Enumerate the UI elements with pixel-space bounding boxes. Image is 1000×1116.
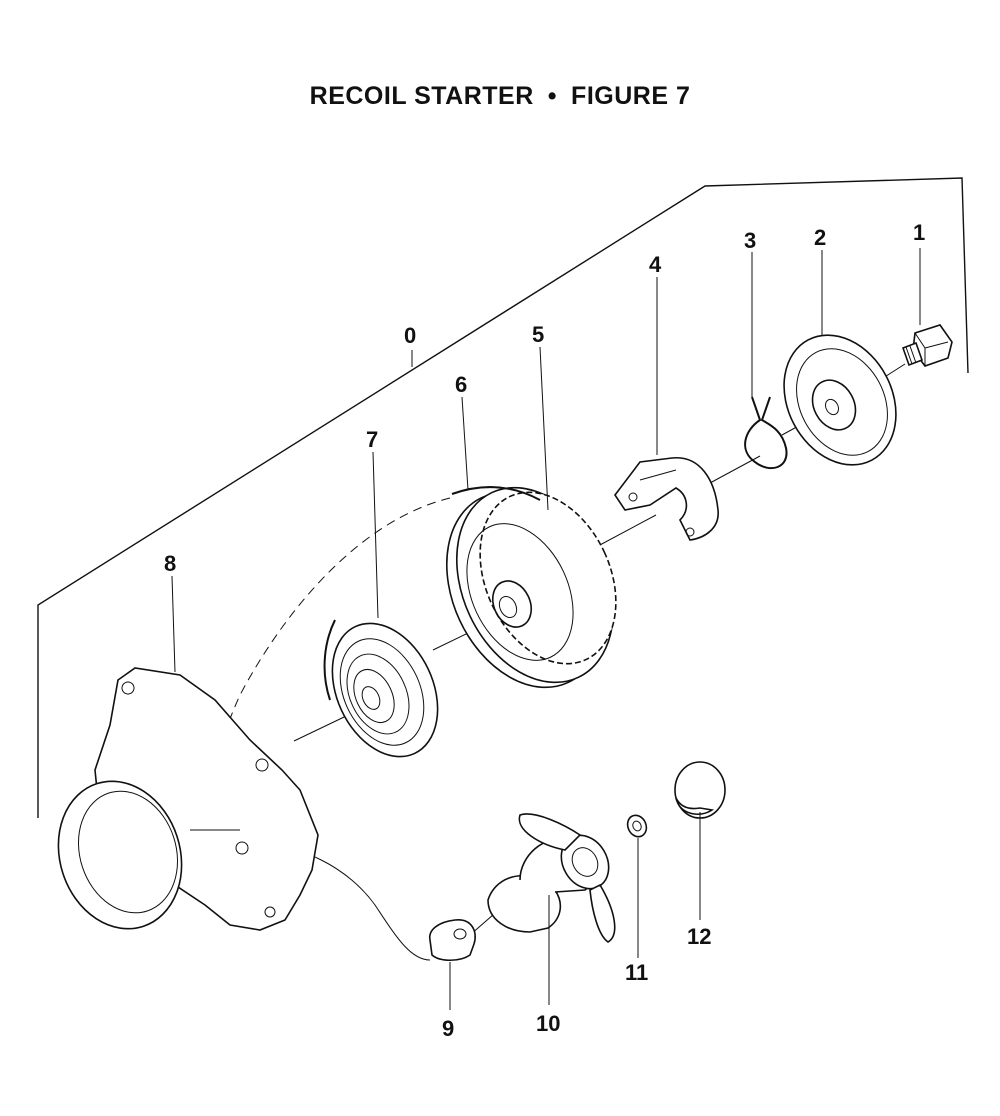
callout-8: 8 — [164, 551, 176, 576]
figure-title: RECOIL STARTER • FIGURE 7 — [0, 82, 1000, 111]
callout-9: 9 — [442, 1016, 454, 1041]
starter-rope — [210, 497, 451, 851]
callout-2: 2 — [814, 225, 826, 250]
callout-labels: 0 1 2 3 4 5 6 7 8 9 10 11 12 — [164, 220, 925, 1041]
callout-7: 7 — [366, 427, 378, 452]
part-1-bolt — [901, 324, 953, 367]
callout-12: 12 — [687, 924, 711, 949]
callout-10: 10 — [536, 1011, 560, 1036]
part-3-clip — [744, 396, 788, 470]
part-12-cap — [674, 761, 726, 819]
assembly-bracket — [37, 177, 969, 818]
part-6-rope-end — [451, 486, 541, 501]
part-2-plate — [783, 334, 897, 466]
callout-6: 6 — [455, 372, 467, 397]
part-10-handle — [487, 813, 616, 943]
callout-4: 4 — [649, 252, 662, 277]
callout-1: 1 — [913, 220, 925, 245]
figure-title-separator: • — [547, 82, 558, 110]
figure-title-number: FIGURE 7 — [571, 82, 691, 110]
callout-5: 5 — [532, 322, 544, 347]
part-11-washer — [626, 814, 648, 838]
part-9-rope-guide — [429, 919, 476, 962]
part-8-housing — [57, 667, 319, 931]
callout-0: 0 — [404, 323, 416, 348]
part-4-pawl — [614, 457, 719, 541]
part-5-reel — [445, 486, 617, 689]
callout-3: 3 — [744, 228, 756, 253]
leader-lines — [171, 248, 921, 1010]
callout-11: 11 — [625, 960, 648, 985]
part-7-spring — [323, 619, 439, 758]
figure-title-main: RECOIL STARTER — [309, 82, 534, 110]
